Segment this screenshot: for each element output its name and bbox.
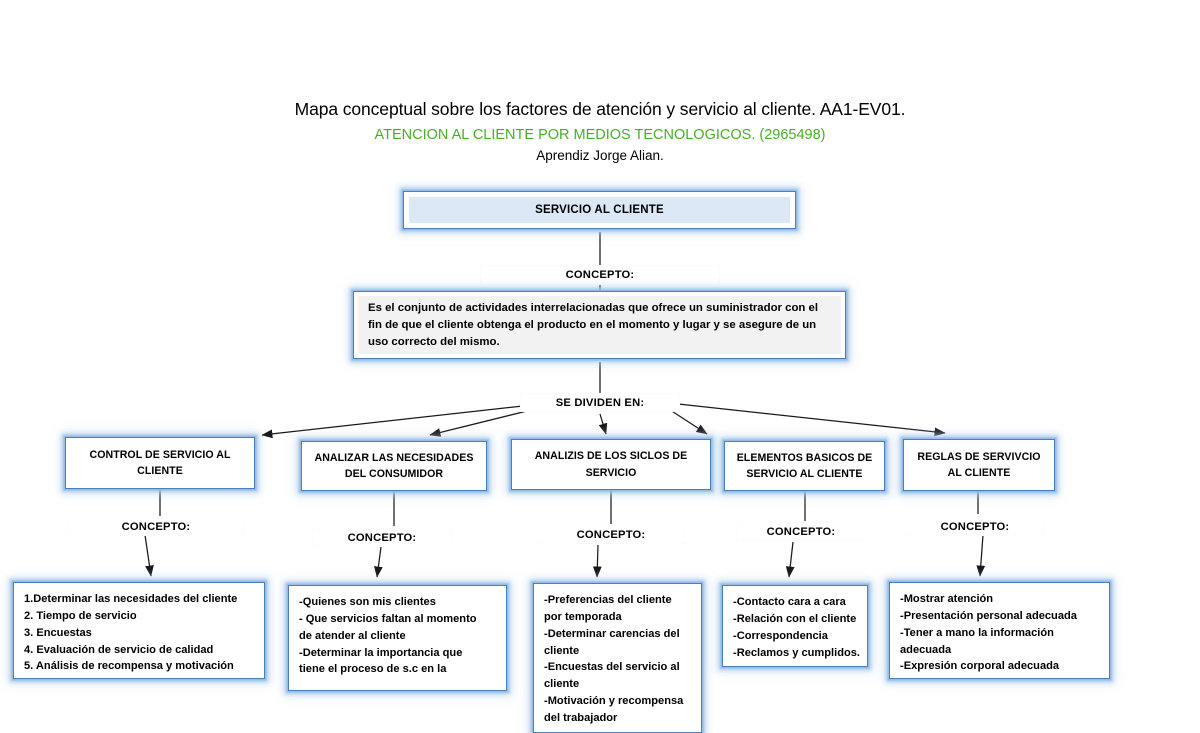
list-item: 3. Encuestas — [24, 626, 92, 639]
label-concepto-branch-1: CONCEPTO: — [68, 517, 244, 536]
list-item: -Expresión corporal adecuada — [900, 660, 1060, 673]
edge-to-branch-5 — [659, 401, 946, 437]
list-item: 4. Evaluación de servicio de calidad — [24, 643, 214, 656]
node-root-inner: SERVICIO AL CLIENTE — [409, 197, 790, 223]
edge-concepto4-to-detail — [785, 541, 795, 578]
node-detail-analizar-las-necesidades-del-consumidor[interactable]: -Quienes son mis clientes - Que servicio… — [288, 585, 507, 691]
node-servicio-al-cliente[interactable]: SERVICIO AL CLIENTE — [403, 191, 796, 229]
label-concepto-branch-5: CONCEPTO: — [906, 517, 1044, 536]
node-detail-reglas-de-servivcio-al-cliente[interactable]: -Mostrar atención -Presentación personal… — [889, 582, 1110, 679]
node-detail-elementos-basicos-de-servicio-al-cliente[interactable]: -Contacto cara a cara -Relación con el c… — [722, 585, 868, 667]
list-item: -Mostrar atención — [900, 593, 994, 605]
node-root-label: SERVICIO AL CLIENTE — [535, 204, 664, 216]
list-item: de atender al cliente — [299, 629, 406, 642]
node-detail-control-de-servicio-al-cliente[interactable]: 1.Determinar las necesidades del cliente… — [13, 582, 265, 679]
list-item: -Preferencias del cliente — [544, 594, 672, 606]
list-item: cliente — [544, 644, 580, 657]
list-item: tiene el proceso de s.c en la — [299, 663, 447, 676]
edge-to-branch-3 — [598, 413, 608, 435]
page-title: Mapa conceptual sobre los factores de at… — [294, 99, 906, 119]
detail-list-5: -Mostrar atención -Presentación personal… — [900, 591, 1100, 675]
list-item: -Correspondencia — [733, 629, 828, 642]
list-item: -Motivación y recompensa — [544, 695, 684, 708]
node-detail-analizis-de-los-siclos-de-servicio[interactable]: -Preferencias del cliente por temporada … — [533, 583, 702, 733]
list-item: -Tener a mano la información — [900, 626, 1054, 639]
edge-concepto5-to-detail — [976, 534, 986, 577]
label-concepto-branch-4: CONCEPTO: — [736, 522, 866, 541]
author-line: Aprendiz Jorge Alian. — [536, 148, 664, 163]
list-item: -Determinar la importancia que — [299, 646, 463, 659]
list-item: adecuada — [900, 643, 952, 656]
list-item: -Reclamos y cumplidos. — [733, 646, 860, 659]
list-item: -Determinar carencias del — [544, 627, 680, 640]
list-item: -Contacto cara a cara — [733, 596, 846, 608]
list-item: por temporada — [544, 610, 622, 623]
label-concepto-root: CONCEPTO: — [480, 265, 720, 285]
edge-concepto2-to-detail — [374, 546, 383, 578]
label-concepto-branch-2: CONCEPTO: — [312, 528, 452, 547]
label-concepto-branch-3: CONCEPTO: — [537, 525, 685, 544]
list-item: - Que servicios faltan al momento — [299, 612, 477, 625]
label-se-dividen-en: SE DIVIDEN EN: — [520, 393, 680, 412]
list-item: 1.Determinar las necesidades del cliente — [24, 593, 238, 605]
definition-text: Es el conjunto de actividades interrelac… — [368, 302, 819, 348]
edge-to-branch-1 — [261, 403, 542, 439]
detail-list-3: -Preferencias del cliente por temporada … — [544, 592, 692, 727]
list-item: 2. Tiempo de servicio — [24, 609, 137, 622]
course-subtitle: ATENCION AL CLIENTE POR MEDIOS TECNOLOGI… — [374, 127, 826, 143]
list-item: -Encuestas del servicio al — [544, 661, 680, 674]
list-item: cliente — [544, 678, 580, 691]
list-item: -Relación con el cliente — [733, 612, 857, 625]
list-item: -Quienes son mis clientes — [299, 596, 436, 608]
edge-concepto3-to-detail — [592, 544, 602, 578]
detail-list-2: -Quienes son mis clientes - Que servicio… — [299, 594, 497, 678]
node-definition[interactable]: Es el conjunto de actividades interrelac… — [353, 291, 846, 359]
node-definition-inner: Es el conjunto de actividades interrelac… — [358, 296, 841, 354]
list-item: del trabajador — [544, 712, 618, 725]
list-item: -Presentación personal adecuada — [900, 609, 1077, 622]
edge-concepto1-to-detail — [144, 534, 154, 577]
list-item: 5. Análisis de recompensa y motivación — [24, 660, 234, 673]
detail-list-1: 1.Determinar las necesidades del cliente… — [24, 591, 255, 675]
detail-list-4: -Contacto cara a cara -Relación con el c… — [733, 594, 860, 661]
